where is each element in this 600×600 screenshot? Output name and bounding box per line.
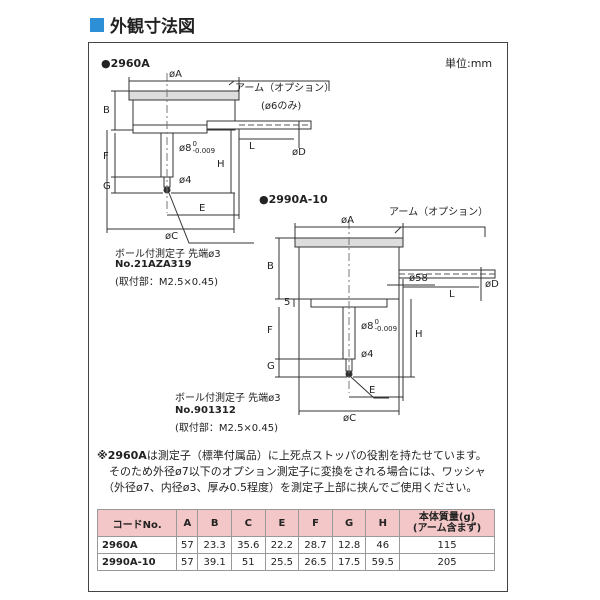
cell: 46 (365, 536, 401, 554)
model2-dim-4: ø4 (361, 349, 374, 360)
cell: 59.5 (365, 553, 401, 571)
note-line-3: （外径ø7、内径ø3、厚み0.5程度）を測定子上部に挟んでご使用ください。 (103, 481, 478, 494)
note-line-1: ※2960Aは測定子（標準付属品）に上死点ストッパの役割を持たせています。 (97, 449, 487, 462)
model1-dim-4: ø4 (179, 175, 192, 186)
model1-dim-e: E (199, 203, 206, 214)
col-e: E (264, 509, 300, 537)
model1-dim-l: L (249, 141, 255, 152)
section-title: 外観寸法図 (110, 17, 195, 37)
model2-dim-l: L (449, 289, 455, 300)
model2-probe-mount: (取付部：M2.5×0.45) (175, 423, 278, 434)
col-a: A (176, 509, 199, 537)
table-row: 2990A-10 57 39.1 51 25.5 26.5 17.5 59.5 … (96, 553, 495, 571)
model2-probe-no: No.901312 (175, 405, 236, 416)
model1-dim-8: ø80-0.009 (179, 140, 216, 155)
model1-dim-g: G (103, 181, 111, 192)
cell: 2990A-10 (96, 553, 178, 571)
col-g: G (331, 509, 367, 537)
model1-probe-mount: (取付部：M2.5×0.45) (115, 277, 218, 288)
model2-arm-label: アーム（オプション） (389, 207, 489, 218)
model1-dim-b: B (103, 105, 110, 116)
drawing-2960a (106, 73, 496, 415)
unit-label: 単位:mm (445, 57, 493, 70)
cell: 57 (176, 536, 199, 554)
cell: 51 (230, 553, 266, 571)
col-mass: 本体質量(g)(アーム含まず) (399, 509, 495, 537)
model2-title: ●2990A-10 (259, 193, 328, 206)
col-c: C (230, 509, 266, 537)
model1-probe-no: No.21AZA319 (115, 259, 192, 270)
model2-dim-b: B (267, 261, 274, 272)
model1-probe-label: ボール付測定子 先端ø3 (115, 249, 221, 260)
dimension-drawing-panel: 単位:mm (88, 42, 508, 592)
cell: 115 (399, 536, 495, 554)
model2-dim-8: ø80-0.009 (361, 318, 398, 333)
cell: 22.2 (264, 536, 300, 554)
model2-dim-e: E (369, 385, 376, 396)
cell: 12.8 (331, 536, 367, 554)
model2-dim-d: øD (485, 279, 499, 290)
col-code: コードNo. (96, 509, 178, 537)
model1-dim-f: F (103, 151, 109, 162)
model2-probe-label: ボール付測定子 先端ø3 (175, 393, 281, 404)
model2-dim-a: øA (341, 215, 354, 226)
table-header-row: コードNo. A B C E F G H 本体質量(g)(アーム含まず) (96, 509, 495, 537)
bezel-2960a (128, 90, 240, 101)
cell: 17.5 (331, 553, 367, 571)
cell: 23.3 (197, 536, 232, 554)
model2-dim-f: F (267, 325, 273, 336)
col-f: F (298, 509, 333, 537)
model2-dim-5: 5 (284, 297, 291, 308)
cell: 26.5 (298, 553, 333, 571)
model1-dim-h: H (217, 159, 225, 170)
note-line-2: そのため外径ø7以下のオプション測定子に変換をされる場合には、ワッシャ (109, 465, 486, 478)
model1-arm-sub: (ø6のみ) (261, 101, 302, 112)
header-square-icon (90, 17, 104, 32)
model2-dim-58: ø58 (409, 273, 428, 284)
cell: 57 (176, 553, 199, 571)
model2-dim-h: H (415, 329, 423, 340)
model1-dim-a: øA (169, 69, 182, 80)
model1-arm-label: アーム（オプション） (235, 83, 335, 94)
model2-dim-c: øC (343, 413, 357, 424)
model2-dim-g: G (267, 361, 275, 372)
section-header: 外観寸法図 (90, 12, 195, 37)
cell: 28.7 (298, 536, 333, 554)
model1-title: ●2960A (101, 57, 150, 70)
cell: 205 (399, 553, 495, 571)
cell: 25.5 (264, 553, 300, 571)
table-row: 2960A 57 23.3 35.6 22.2 28.7 12.8 46 115 (96, 536, 495, 554)
spec-table: コードNo. A B C E F G H 本体質量(g)(アーム含まず) 296… (96, 509, 495, 571)
col-h: H (365, 509, 401, 537)
cell: 35.6 (230, 536, 266, 554)
cell: 39.1 (197, 553, 232, 571)
cell: 2960A (96, 536, 178, 554)
model1-dim-d: øD (292, 147, 306, 158)
model1-dim-c: øC (165, 231, 179, 242)
col-b: B (197, 509, 232, 537)
